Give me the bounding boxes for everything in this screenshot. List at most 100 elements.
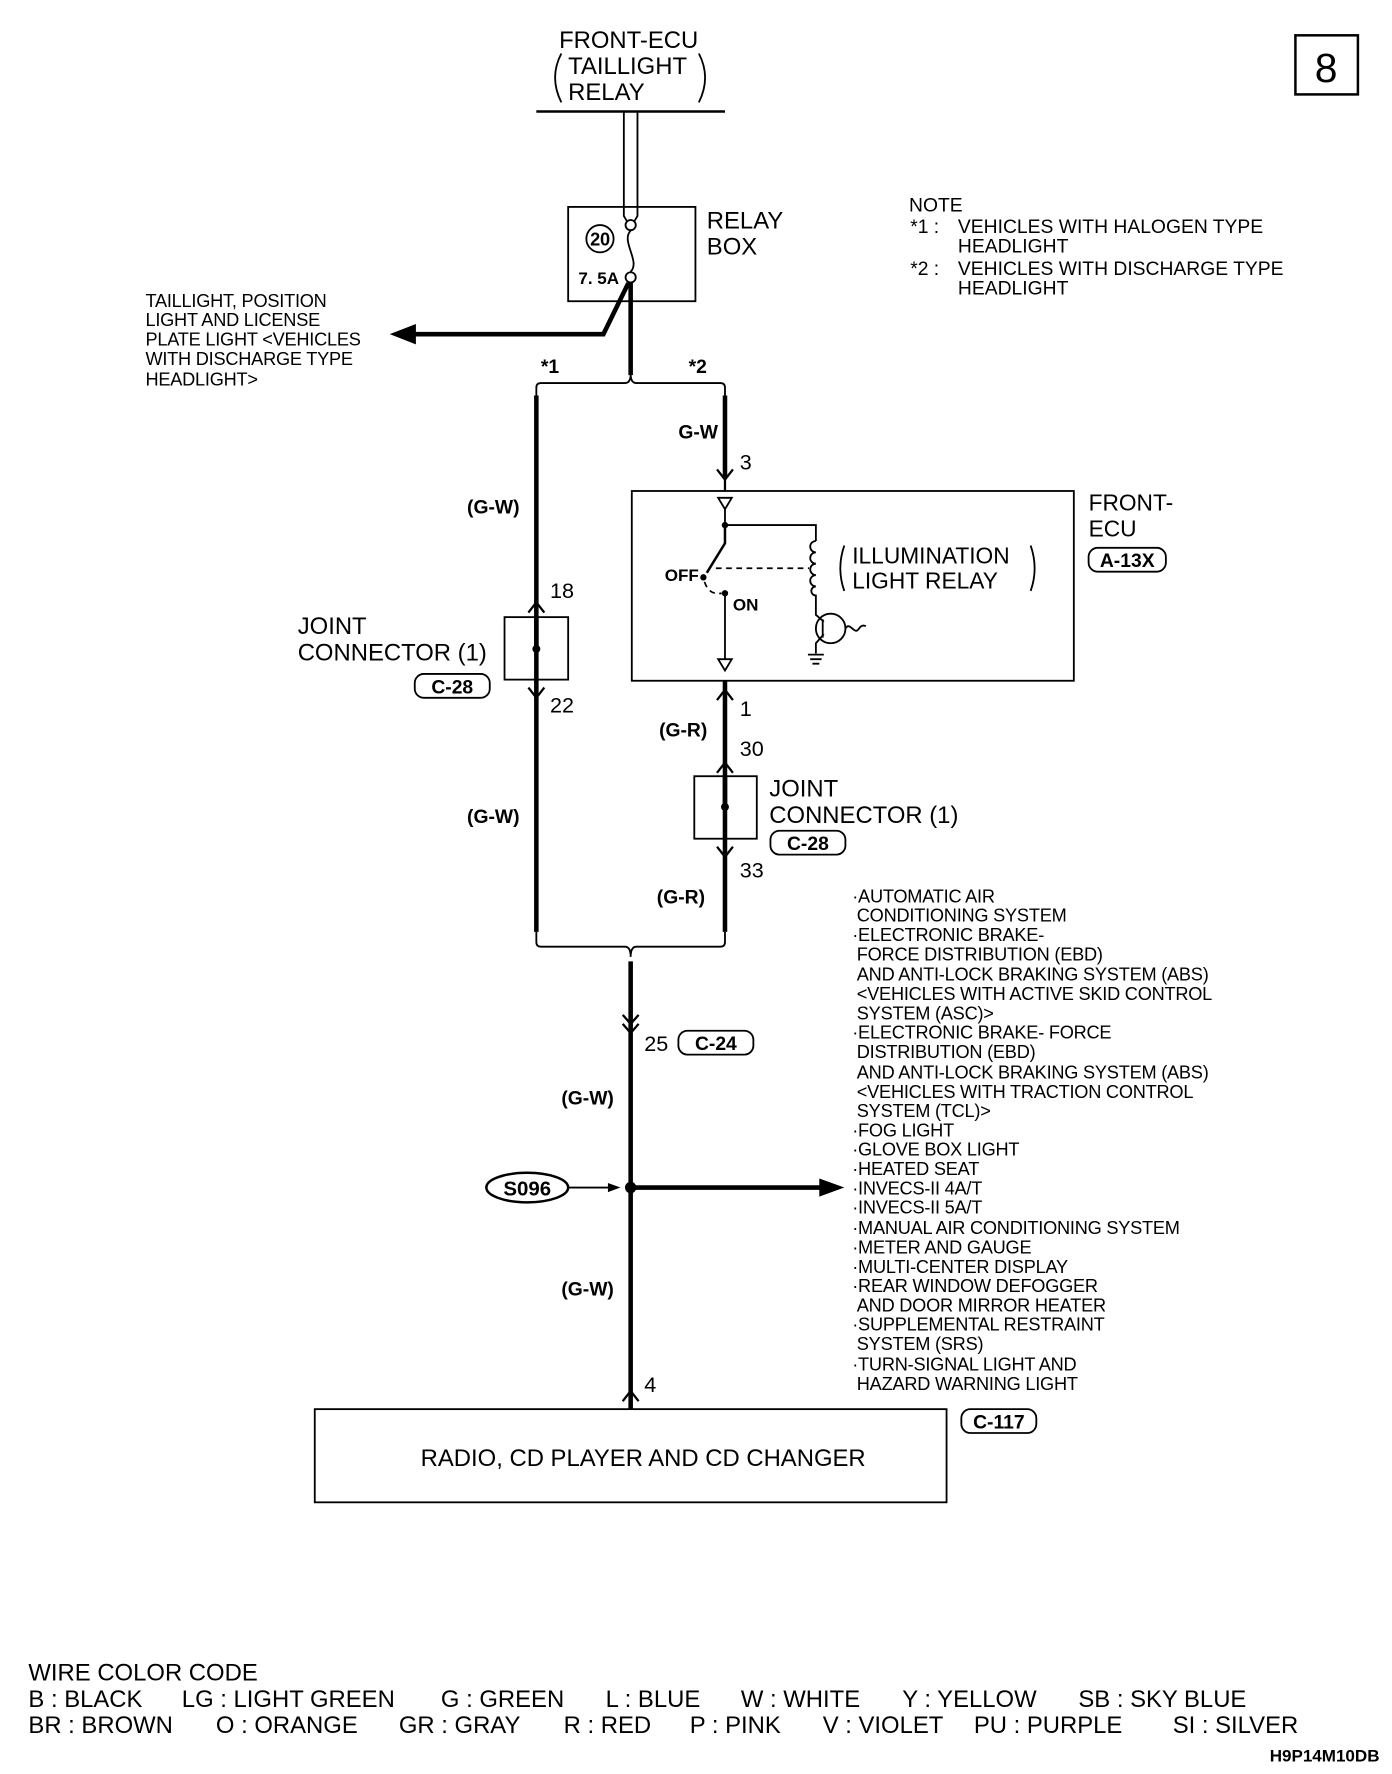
- right-pin-33: 33: [740, 857, 764, 882]
- note-title: NOTE: [909, 195, 963, 216]
- fuse-symbol: [626, 230, 635, 273]
- ecu-label-2: ECU: [1089, 515, 1137, 541]
- wire-color-code-entry: P : PINK: [690, 1712, 781, 1739]
- splice-destination-item: ·MANUAL AIR CONDITIONING SYSTEM: [852, 1218, 1179, 1238]
- splice-destination-item: <VEHICLES WITH TRACTION CONTROL: [857, 1082, 1194, 1102]
- left-joint-code: C-28: [431, 677, 473, 698]
- page-number: 8: [1315, 45, 1338, 91]
- wire-color-code-entry: SB : SKY BLUE: [1078, 1686, 1246, 1713]
- splice-destination-item: ·SUPPLEMENTAL RESTRAINT: [852, 1315, 1104, 1335]
- left-joint-label-2: CONNECTOR (1): [298, 639, 487, 666]
- radio-code: C-117: [973, 1412, 1025, 1433]
- splice-destination-item: ·METER AND GAUGE: [852, 1237, 1031, 1257]
- note-2-mark: *2 :: [910, 259, 939, 280]
- splice-destination-item: AND DOOR MIRROR HEATER: [857, 1295, 1106, 1315]
- splice-pointer-arrow: [607, 1183, 621, 1193]
- splice-destination-item: ·INVECS-II 5A/T: [852, 1198, 982, 1218]
- ecu-code-box: [1087, 546, 1167, 573]
- transistor-internals: [814, 619, 825, 654]
- ecu-pin-3: 3: [740, 449, 752, 474]
- splice-destination-item: AND ANTI-LOCK BRAKING SYSTEM (ABS): [857, 1062, 1209, 1082]
- splice-destination-item: ·GLOVE BOX LIGHT: [852, 1140, 1019, 1160]
- pin-25-marker: [621, 1014, 640, 1035]
- pin-25: 25: [644, 1031, 668, 1056]
- wire-color-code-entry: SI : SILVER: [1173, 1712, 1299, 1739]
- radio-unit-box: [313, 1408, 948, 1504]
- ecu-pin-3-marker: [716, 468, 734, 491]
- source-line-3: RELAY: [568, 79, 645, 106]
- wire-color-code-entry: G : GREEN: [441, 1686, 564, 1713]
- note-block: NOTE *1 : VEHICLES WITH HALOGEN TYPE HEA…: [909, 195, 1284, 299]
- main-feed-upper-color: (G-W): [561, 1089, 614, 1110]
- ecu-terminal-in-symbol: [716, 496, 734, 511]
- wire-color-code-legend: WIRE COLOR CODE B : BLACK LG : LIGHT GRE…: [28, 1660, 1298, 1739]
- splice-destination-item: ·AUTOMATIC AIR: [852, 886, 995, 906]
- splice-destination-item: ·ELECTRONIC BRAKE- FORCE: [852, 1023, 1111, 1043]
- right-joint-label-1: JOINT: [769, 776, 838, 803]
- splice-destination-item: ·REAR WINDOW DEFOGGER: [852, 1276, 1098, 1296]
- radio-code-box: [960, 1408, 1038, 1434]
- right-wire-lower-color: (G-R): [657, 887, 705, 908]
- branch-mark-left: *1: [541, 357, 560, 378]
- diagram-code: H9P14M10DB: [1270, 1746, 1380, 1765]
- c-24-code-box: [677, 1029, 755, 1056]
- wire-color-code-entry: LG : LIGHT GREEN: [182, 1686, 395, 1713]
- note-1-line-2: HEADLIGHT: [958, 236, 1069, 257]
- fuse-number-circle: [585, 224, 615, 254]
- source-left-bracket: [554, 53, 563, 103]
- left-joint-code-box: [413, 673, 491, 699]
- c-24-code: C-24: [695, 1034, 737, 1055]
- branch-mark-right: *2: [689, 357, 707, 378]
- splice-destination-item: HAZARD WARNING LIGHT: [857, 1374, 1078, 1394]
- taillight-branch-wire: [411, 282, 631, 337]
- source-line-1: FRONT-ECU: [559, 27, 698, 54]
- taillight-branch-line-5: HEADLIGHT>: [145, 369, 257, 389]
- radio-pin-4: 4: [644, 1372, 656, 1397]
- note-1-mark: *1 :: [910, 217, 939, 238]
- wire-color-code-entry: R : RED: [564, 1712, 651, 1739]
- source-label: FRONT-ECU TAILLIGHT RELAY: [554, 27, 706, 106]
- branch-brace-top: [535, 373, 726, 396]
- splice-destination-item: FORCE DISTRIBUTION (EBD): [857, 944, 1103, 964]
- fuse-terminal-top: [624, 219, 637, 232]
- right-joint-label-2: CONNECTOR (1): [769, 802, 958, 829]
- wire-color-code-entry: L : BLUE: [606, 1686, 701, 1713]
- left-joint-label-1: JOINT: [298, 613, 367, 640]
- left-pin-18: 18: [550, 578, 574, 603]
- left-wire-upper-color: (G-W): [467, 498, 520, 519]
- note-2-line-2: HEADLIGHT: [958, 278, 1069, 299]
- splice-destination-item: AND ANTI-LOCK BRAKING SYSTEM (ABS): [857, 965, 1209, 985]
- taillight-branch-line-2: LIGHT AND LICENSE: [145, 310, 320, 330]
- right-joint-code-box: [769, 829, 847, 856]
- transistor-base-signal: [844, 624, 867, 632]
- right-pin-33-marker: [716, 845, 734, 859]
- relay-box-label-2: BOX: [707, 234, 757, 261]
- splice-destination-item: <VEHICLES WITH ACTIVE SKID CONTROL: [857, 984, 1212, 1004]
- splice-destination-item: SYSTEM (TCL)>: [857, 1101, 991, 1121]
- right-pin-30-marker: [716, 760, 734, 774]
- fuse-rating: 7. 5A: [578, 269, 619, 288]
- source-right-bracket: [698, 53, 706, 103]
- fuse-terminal-bottom: [624, 271, 637, 284]
- ecu-terminal-out-symbol: [716, 658, 734, 673]
- wire-color-code-entry: Y : YELLOW: [902, 1686, 1037, 1713]
- left-wire-lower-color: (G-W): [467, 807, 520, 828]
- relay-switch-travel: [703, 581, 722, 595]
- left-pin-18-marker: [527, 600, 546, 614]
- taillight-branch-line-1: TAILLIGHT, POSITION: [145, 291, 326, 311]
- relay-switch-off-label: OFF: [665, 566, 699, 585]
- ecu-pin-1: 1: [740, 696, 752, 721]
- wire-color-code-entry: GR : GRAY: [399, 1712, 521, 1739]
- relay-switch-on-label: ON: [733, 595, 759, 614]
- ecu-code: A-13X: [1100, 551, 1155, 572]
- right-joint-code: C-28: [787, 834, 829, 855]
- ecu-pin-1-marker: [716, 687, 734, 701]
- front-ecu-box: [630, 490, 1075, 682]
- relay-label-2: LIGHT RELAY: [852, 568, 998, 594]
- relay-label-1: ILLUMINATION: [852, 543, 1009, 569]
- splice-destination-item: ·TURN-SIGNAL LIGHT AND: [852, 1355, 1076, 1375]
- wire-color-code-entry: V : VIOLET: [823, 1712, 944, 1739]
- note-1-line-1: VEHICLES WITH HALOGEN TYPE: [958, 217, 1263, 238]
- relay-label-left-bracket: [839, 545, 846, 592]
- relay-switch-off-contact: [700, 574, 707, 581]
